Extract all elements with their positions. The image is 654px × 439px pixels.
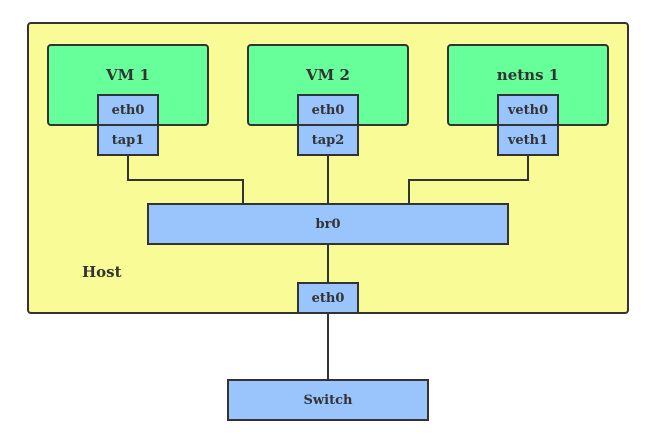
veth1-to-br0-link: [408, 155, 529, 204]
tap1-to-br0-link: [127, 155, 244, 204]
host-eth0-label: eth0: [312, 291, 345, 306]
netns1-veth0-iface: [497, 94, 559, 126]
vm2-title: VM 2: [305, 66, 350, 84]
switch-label: Switch: [304, 393, 353, 408]
vm1-title: VM 1: [105, 66, 150, 84]
tap1-iface: [97, 124, 159, 156]
switch-box: [227, 379, 429, 421]
netns1-veth0-label: veth0: [507, 103, 548, 118]
br0-bridge-box: [147, 203, 509, 245]
vm1-eth0-label: eth0: [112, 103, 145, 118]
netns1-title: netns 1: [497, 66, 559, 84]
veth1-label: veth1: [507, 133, 548, 148]
vm2-eth0-label: eth0: [312, 103, 345, 118]
tap2-iface: [297, 124, 359, 156]
host-eth0-iface: [297, 282, 359, 314]
tap1-label: tap1: [112, 133, 145, 148]
tap2-label: tap2: [312, 133, 345, 148]
vm2-eth0-iface: [297, 94, 359, 126]
host-label: Host: [82, 263, 122, 281]
br0-label: br0: [316, 217, 341, 232]
veth1-iface: [497, 124, 559, 156]
